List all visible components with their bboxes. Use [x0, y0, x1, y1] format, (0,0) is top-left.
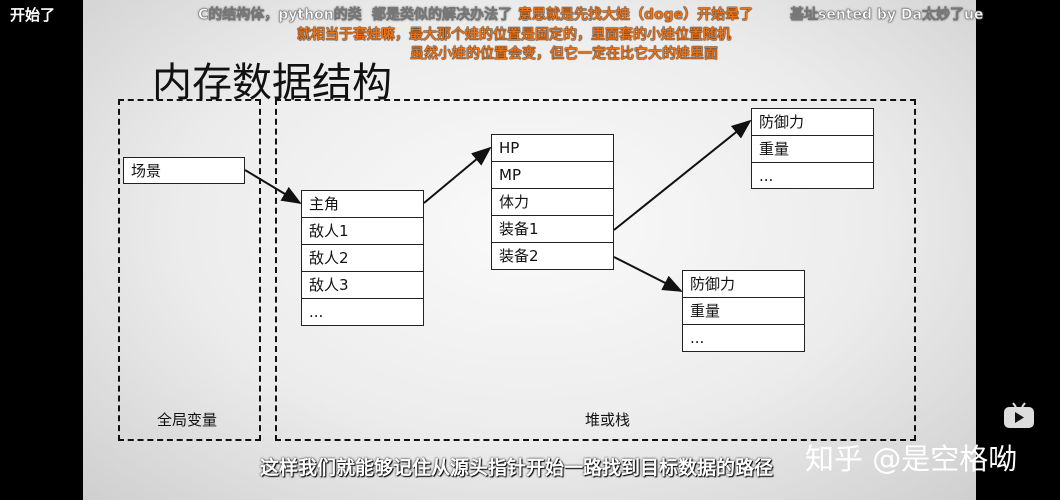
table-row: 防御力 — [683, 271, 804, 298]
table-row: 重量 — [752, 136, 873, 163]
player-status-label: 开始了 — [10, 6, 56, 24]
arrow-equip2 — [613, 256, 683, 292]
bilibili-tv-icon — [1003, 401, 1035, 428]
danmaku: 意思就是先找大娃（doge）开始晕了 — [518, 7, 754, 23]
global-variables-box — [118, 99, 261, 441]
global-variables-label: 全局变量 — [157, 411, 218, 429]
equipment-table-1: 防御力 重量 ... — [751, 108, 874, 189]
danmaku: 都是类似的解决办法了 — [372, 7, 513, 24]
table-row: MP — [492, 162, 613, 189]
slide-title: 内存数据结构 — [152, 60, 392, 106]
danmaku: 基址sented by Da太妙了ue — [790, 7, 984, 24]
danmaku: C的结构体，python的类 — [198, 7, 362, 24]
table-row: ... — [309, 303, 324, 321]
danmaku: 就相当于套娃嘛，最大那个娃的位置是固定的，里面套的小娃位置随机 — [297, 27, 731, 43]
table-row: 敌人3 — [302, 272, 423, 299]
table-row: 装备2 — [499, 247, 539, 265]
table-row: 装备1 — [492, 216, 613, 243]
table-row: ... — [690, 329, 705, 347]
table-row: 敌人1 — [302, 218, 423, 245]
table-row: 敌人2 — [302, 245, 423, 272]
heap-stack-box — [275, 99, 916, 441]
watermark: 知乎 @是空格呦 — [805, 442, 1018, 476]
arrow-equip1 — [613, 119, 752, 231]
arrow-scene-to-entity — [244, 169, 302, 205]
arrow-entity-to-stats — [423, 146, 492, 204]
table-row: 防御力 — [752, 109, 873, 136]
table-row: 体力 — [492, 189, 613, 216]
stats-table: HP MP 体力 装备1 装备2 — [491, 134, 614, 270]
equipment-table-2: 防御力 重量 ... — [682, 270, 805, 352]
subtitle: 这样我们就能够记住从源头指针开始一路找到目标数据的路径 — [260, 457, 774, 479]
table-row: HP — [492, 135, 613, 162]
scene-label: 场景 — [131, 162, 162, 180]
table-row: ... — [759, 167, 774, 185]
danmaku: 虽然小娃的位置会变，但它一定在比它大的娃里面 — [410, 46, 718, 62]
entity-table: 主角 敌人1 敌人2 敌人3 ... — [301, 190, 424, 326]
heap-stack-label: 堆或栈 — [585, 411, 631, 429]
table-row: 重量 — [683, 298, 804, 325]
table-row: 主角 — [302, 191, 423, 218]
scene-box: 场景 — [123, 157, 245, 184]
